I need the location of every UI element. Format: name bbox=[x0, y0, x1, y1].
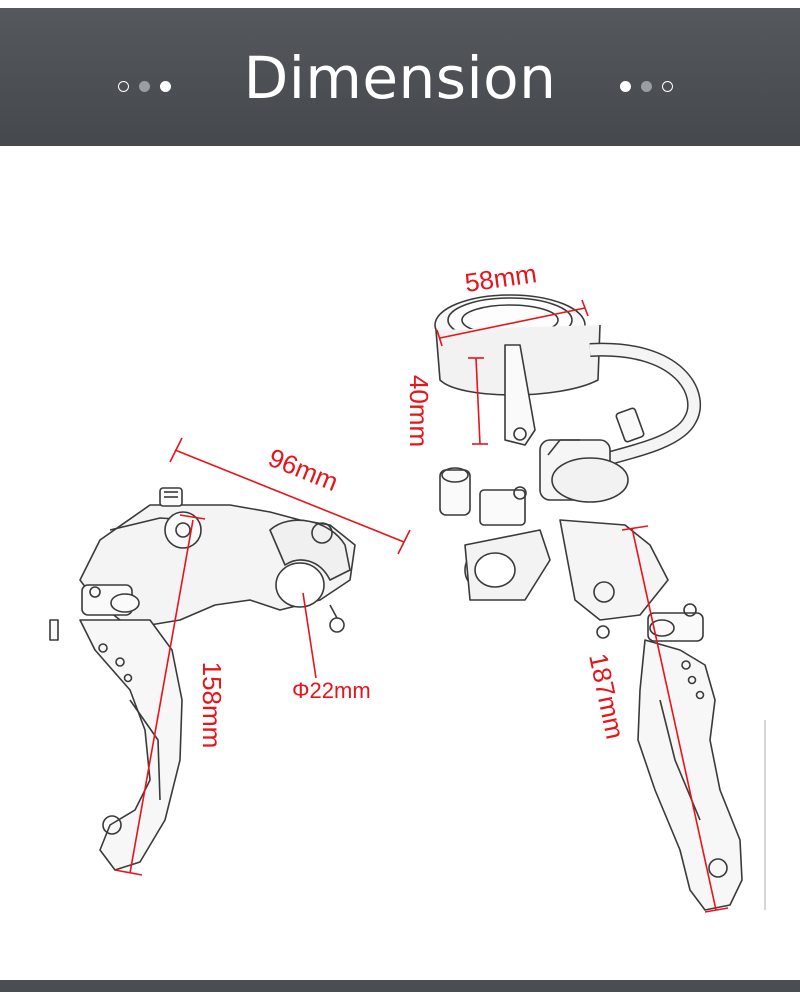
bar-diameter-label: Φ22mm bbox=[292, 678, 371, 703]
grey-dot-icon bbox=[139, 80, 150, 92]
left-lever-width-label: 96mm bbox=[264, 442, 342, 497]
grey-dot-icon bbox=[641, 80, 652, 92]
reservoir-height-label: 40mm bbox=[404, 375, 434, 447]
top-strip bbox=[0, 0, 800, 8]
left-dot-indicator bbox=[118, 78, 171, 94]
left-lever-length-label: 158mm bbox=[197, 662, 227, 749]
page-title: Dimension bbox=[243, 44, 557, 112]
left-lever-drawing bbox=[49, 487, 356, 871]
white-dot-icon bbox=[160, 80, 171, 92]
dimension-diagram: 96mm 158mm Φ22mm 58mm 40mm 187mm bbox=[49, 258, 766, 913]
hollow-dot-icon bbox=[118, 80, 129, 92]
hollow-dot-icon bbox=[662, 80, 673, 92]
right-lever-length-label: 187mm bbox=[583, 651, 630, 742]
right-lever-drawing bbox=[434, 294, 766, 911]
reservoir-diameter-label: 58mm bbox=[463, 258, 539, 298]
right-dot-indicator bbox=[620, 78, 673, 94]
dimension-lines bbox=[114, 299, 729, 913]
white-dot-icon bbox=[620, 80, 631, 92]
footer-bar bbox=[0, 980, 800, 992]
header-banner: Dimension bbox=[0, 8, 800, 146]
